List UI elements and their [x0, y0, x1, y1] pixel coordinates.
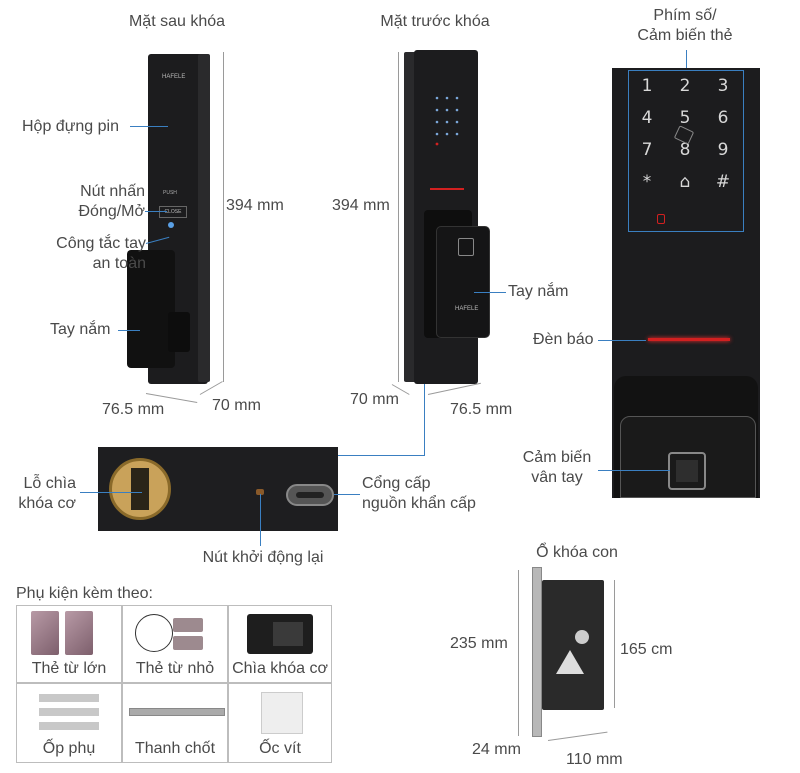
keypad-key[interactable]: 4 — [641, 108, 653, 128]
fingerprint-icon — [676, 460, 698, 482]
mortise-body — [542, 580, 604, 710]
mortise-inner-dim: 165 cm — [620, 641, 673, 658]
accessory-trim: Ốp phụ — [16, 683, 122, 763]
keypad-key[interactable]: 1 — [641, 76, 653, 96]
keypad-key[interactable]: 5 — [679, 108, 691, 128]
close-button[interactable]: CLOSE — [159, 206, 187, 218]
mortise-title: Ổ khóa con — [536, 544, 618, 561]
front-fingerprint-icon — [458, 238, 474, 256]
front-height-dim: 394 mm — [332, 197, 390, 214]
mortise-width-dim: 110 mm — [566, 751, 623, 768]
accessory-large-card: Thẻ từ lớn — [16, 605, 122, 683]
keypad-key[interactable]: 6 — [717, 108, 729, 128]
back-handle-hinge — [168, 312, 190, 352]
fingerprint-label: Cảm biến vân tay — [522, 449, 592, 486]
front-keypad[interactable] — [432, 94, 462, 146]
safety-switch[interactable] — [168, 222, 174, 228]
front-title: Mặt trước khóa — [380, 13, 490, 30]
keypad-key[interactable]: 2 — [679, 76, 691, 96]
reset-label: Nút khởi động lại — [202, 549, 324, 566]
front-depth-dim: 70 mm — [350, 391, 399, 408]
back-depth-dim: 70 mm — [212, 397, 261, 414]
push-text: PUSH — [163, 190, 177, 196]
keypad-key[interactable]: 8 — [679, 140, 691, 160]
indicator-label: Đèn báo — [533, 331, 594, 348]
back-brand-logo: HAFELE — [162, 74, 186, 80]
front-handle-label: Tay nắm — [508, 283, 569, 300]
port-label: Cổng cấp nguồn khẩn cấp — [362, 475, 476, 512]
back-height-dim: 394 mm — [226, 197, 284, 214]
keyhole-slot — [131, 468, 149, 510]
accessory-small-card-label: Thẻ từ nhỏ — [135, 660, 215, 677]
mortise-depth-dim: 24 mm — [472, 741, 521, 758]
accessory-screws: Ốc vít — [228, 683, 332, 763]
back-handle-label: Tay nắm — [50, 321, 111, 338]
keypad-key[interactable]: # — [715, 172, 731, 192]
mortise-height-dim: 235 mm — [450, 635, 508, 652]
accessory-strike-bar: Thanh chốt — [122, 683, 228, 763]
accessory-strike-bar-label: Thanh chốt — [134, 740, 216, 757]
keypad-key[interactable]: 3 — [717, 76, 729, 96]
reset-button[interactable] — [256, 489, 264, 495]
keypad-title: Phím số/ Cảm biến thẻ — [637, 7, 733, 44]
keypad-key[interactable]: ⌂ — [679, 172, 691, 192]
back-lock-edge — [198, 54, 210, 382]
mortise-faceplate — [532, 567, 542, 737]
front-brand-logo: HAFELE — [455, 306, 479, 312]
back-handle[interactable] — [127, 250, 175, 368]
front-handle[interactable] — [436, 226, 490, 338]
accessory-key-label: Chìa khóa cơ — [232, 660, 328, 677]
accessories-title: Phụ kiện kèm theo: — [16, 585, 153, 602]
back-width-dim: 76.5 mm — [102, 401, 165, 418]
button-label: Nút nhấn Đóng/Mở — [78, 183, 145, 220]
lock-led-icon — [657, 214, 665, 224]
front-width-dim: 76.5 mm — [450, 401, 513, 418]
keypad-key[interactable]: 7 — [641, 140, 653, 160]
accessory-screws-label: Ốc vít — [259, 740, 301, 757]
safety-label: Công tắc tay an toàn — [56, 235, 146, 272]
keypad-area — [628, 70, 744, 232]
emergency-port-slot — [296, 492, 324, 498]
keypad-handle[interactable] — [620, 416, 756, 498]
keypad-key[interactable]: 9 — [717, 140, 729, 160]
accessory-large-card-label: Thẻ từ lớn — [31, 660, 107, 677]
keypad-key[interactable]: * — [642, 172, 652, 192]
front-indicator — [430, 188, 464, 190]
mortise-warning-icon — [556, 650, 584, 674]
battery-label: Hộp đựng pin — [22, 118, 119, 135]
mortise-spindle — [575, 630, 589, 644]
indicator-led — [648, 338, 730, 341]
accessory-key: Chìa khóa cơ — [228, 605, 332, 683]
back-title: Mặt sau khóa — [128, 13, 226, 30]
fingerprint-sensor[interactable] — [668, 452, 706, 490]
keyhole-label: Lỗ chìa khóa cơ — [18, 475, 76, 512]
accessory-small-card: Thẻ từ nhỏ — [122, 605, 228, 683]
accessory-trim-label: Ốp phụ — [42, 740, 96, 757]
